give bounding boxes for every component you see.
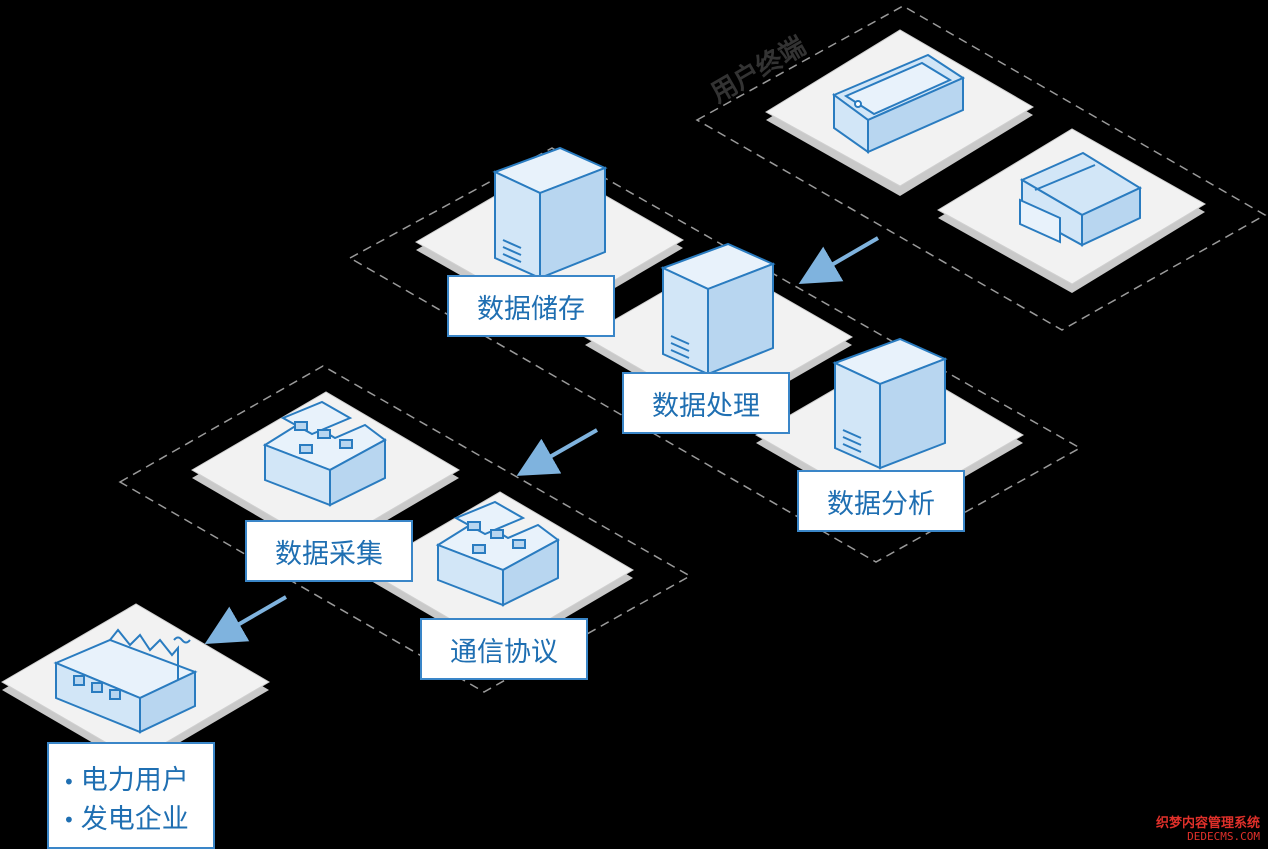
node-label-protocol: 通信协议	[420, 618, 588, 680]
watermark-line1: 织梦内容管理系统	[1155, 816, 1260, 831]
server-analysis-icon	[832, 337, 948, 470]
factory-icon	[53, 628, 198, 734]
arrow-center-to-collection	[516, 428, 598, 476]
source-list-item: •电力用户	[63, 765, 189, 796]
node-label-collection: 数据采集	[245, 520, 413, 582]
watermark: 织梦内容管理系统 DEDECMS.COM	[1156, 817, 1260, 843]
node-label-analysis: 数据分析	[797, 470, 965, 532]
building-protocol-icon	[435, 500, 560, 607]
building-collection-icon	[262, 400, 387, 507]
watermark-line2: DEDECMS.COM	[1187, 830, 1260, 843]
server-storage-icon	[492, 146, 608, 280]
group-data-center-region	[348, 147, 1082, 563]
group-collection-region	[118, 365, 692, 693]
node-label-storage: 数据储存	[447, 275, 615, 337]
printer-icon	[1019, 151, 1143, 247]
source-list-item: •发电企业	[63, 803, 189, 835]
group-user-terminal-region	[695, 5, 1267, 331]
arrow-terminal-to-center	[798, 236, 880, 285]
bullet-icon: •	[63, 769, 75, 794]
arrow-collection-to-source	[204, 595, 288, 645]
bullet-icon: •	[63, 808, 75, 832]
server-processing-icon	[660, 242, 776, 376]
node-label-processing: 数据处理	[622, 372, 790, 434]
source-list: •电力用户 •发电企业	[47, 742, 215, 849]
tablet-icon	[831, 53, 966, 154]
